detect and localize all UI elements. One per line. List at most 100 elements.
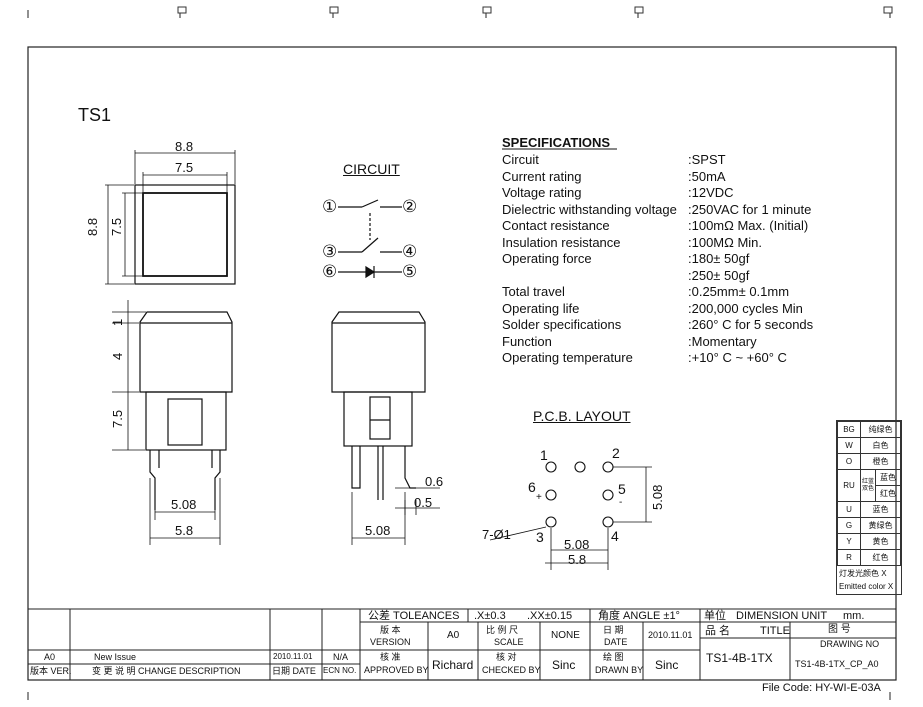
approved-by: Richard: [432, 658, 474, 672]
header-ecn: ECN NO.: [323, 666, 357, 675]
spec-row: Function :Momentary: [502, 334, 757, 349]
legend-color: 白色: [860, 437, 901, 454]
approved-cn: 核 准: [380, 652, 401, 662]
dim-side-width: 5.8: [175, 523, 194, 538]
scale-cn: 比 例 尺: [486, 625, 519, 635]
spec-label: Total travel: [502, 284, 565, 299]
spec-label: Voltage rating: [502, 185, 582, 200]
circuit-pin-3: ③: [322, 242, 338, 261]
dim-top-height-outer: 8.8: [85, 217, 100, 236]
revision-version: A0: [44, 652, 56, 662]
angle-tolerance: 角度 ANGLE ±1°: [598, 610, 680, 622]
pcb-pin-5: 5: [618, 481, 626, 497]
legend-note-cn: 灯发光颜色 X: [839, 569, 887, 578]
drawn-by: Sinc: [655, 658, 679, 672]
pcb-dim-vertical: 5.08: [650, 484, 665, 510]
legend-code: R: [837, 549, 861, 566]
dimension-unit: DIMENSION UNIT: [736, 610, 828, 622]
spec-value: :Momentary: [688, 334, 757, 349]
version-label: VERSION: [370, 637, 411, 647]
tolerance-1: .X±0.3: [474, 610, 506, 622]
revision-date: 2010.11.01: [273, 652, 313, 661]
spec-row: Solder specifications:260° C for 5 secon…: [502, 317, 813, 332]
spec-label: Circuit: [502, 152, 539, 167]
side-view: [112, 300, 233, 545]
scale-label: SCALE: [494, 637, 524, 647]
date-value: 2010.11.01: [648, 630, 693, 640]
revision-description: New Issue: [94, 652, 137, 662]
specifications-heading: SPECIFICATIONS: [502, 135, 611, 150]
drawing-no-value: TS1-4B-1TX_CP_A0: [795, 659, 879, 669]
checked-cn: 核 对: [496, 652, 517, 662]
date-cn: 日 期: [603, 625, 624, 635]
spec-label: Insulation resistance: [502, 235, 621, 250]
tolerance-2: .XX±0.15: [527, 610, 573, 622]
spec-row: Operating life :200,000 cycles Min: [502, 301, 803, 316]
spec-label: Current rating: [502, 169, 582, 184]
legend-color: 橙色: [860, 453, 901, 470]
spec-value: :+10° C ~ +60° C: [688, 350, 787, 365]
checked-by: Sinc: [552, 658, 576, 672]
drawn-cn: 绘 图: [603, 652, 624, 662]
spec-row: Contact resistance:100mΩ Max. (Initial): [502, 218, 808, 233]
dim-side-base: 7.5: [110, 409, 125, 428]
tolerances-label: 公差 TOLEANCES: [368, 610, 460, 622]
spec-row: Dielectric withstanding voltage :250VAC f…: [502, 202, 811, 217]
pcb-dim-width: 5.8: [568, 552, 587, 567]
spec-label: Operating force: [502, 251, 592, 266]
pcb-dim-pitch: 5.08: [564, 537, 590, 552]
legend-code: BG: [837, 421, 861, 438]
spec-value: :0.25mm± 0.1mm: [688, 284, 790, 299]
spec-label: Dielectric withstanding voltage: [502, 202, 677, 217]
circuit-pin-2: ②: [402, 197, 418, 216]
spec-value: :180± 50gf: [688, 251, 750, 266]
circuit-title: CIRCUIT: [343, 161, 400, 177]
pcb-hole-spec: 7-Ø1: [482, 527, 511, 542]
spec-value: :250VAC for 1 minute: [688, 202, 812, 217]
spec-row: Current rating:50mA: [502, 169, 726, 184]
legend-code: U: [837, 501, 861, 518]
header-date: 日期 DATE: [272, 666, 316, 676]
spec-value: :260° C for 5 seconds: [688, 317, 814, 332]
legend-code: G: [837, 517, 861, 534]
dim-front-width: 5.08: [365, 523, 391, 538]
pcb-pin-4: 4: [611, 528, 619, 544]
unit-cn: 单位: [704, 610, 726, 622]
spec-value: :SPST: [688, 152, 726, 167]
pcb-plus: +: [536, 492, 542, 503]
pcb-layout-title: P.C.B. LAYOUT: [533, 408, 631, 424]
spec-row: Insulation resistance :100MΩ Min.: [502, 235, 762, 250]
date-label: DATE: [604, 637, 628, 647]
revision-ecn: N/A: [333, 652, 349, 662]
legend-color: 红色: [875, 485, 901, 502]
drawing-no-cn: 图 号: [828, 624, 851, 635]
dim-top-height-inner: 7.5: [109, 217, 124, 236]
circuit-pin-5: ⑤: [402, 262, 418, 281]
dim-side-cap: 1: [110, 318, 125, 326]
part-number: TS1-4B-1TX: [706, 651, 773, 665]
spec-value: :200,000 cycles Min: [688, 301, 803, 316]
spec-row: Operating temperature :+10° C ~ +60° C: [502, 350, 787, 365]
spec-row: Total travel :0.25mm± 0.1mm: [502, 284, 789, 299]
legend-color: 黄色: [860, 533, 901, 550]
spec-row: Circuit :SPST: [502, 152, 726, 167]
header-version: 版本 VER.: [30, 666, 72, 676]
dimension-unit-value: mm.: [843, 610, 865, 622]
spec-label: Operating temperature: [502, 350, 633, 365]
version-cn: 版 本: [380, 625, 401, 635]
legend-note-en: Emitted color X: [839, 582, 894, 591]
approved-label: APPROVED BY: [364, 665, 429, 675]
pcb-pin-2: 2: [612, 445, 620, 461]
drawn-label: DRAWN BY: [595, 665, 644, 675]
spec-value: :100MΩ Min.: [688, 235, 763, 250]
legend-color: 红色: [860, 549, 901, 566]
legend-color: 蓝色: [860, 501, 901, 518]
checked-label: CHECKED BY: [482, 665, 541, 675]
spec-value: :12VDC: [688, 185, 734, 200]
title-label: TITLE: [760, 625, 790, 637]
spec-label: Operating life: [502, 301, 580, 316]
spec-label: Function: [502, 334, 552, 349]
legend-color: 黄绿色: [860, 517, 901, 534]
